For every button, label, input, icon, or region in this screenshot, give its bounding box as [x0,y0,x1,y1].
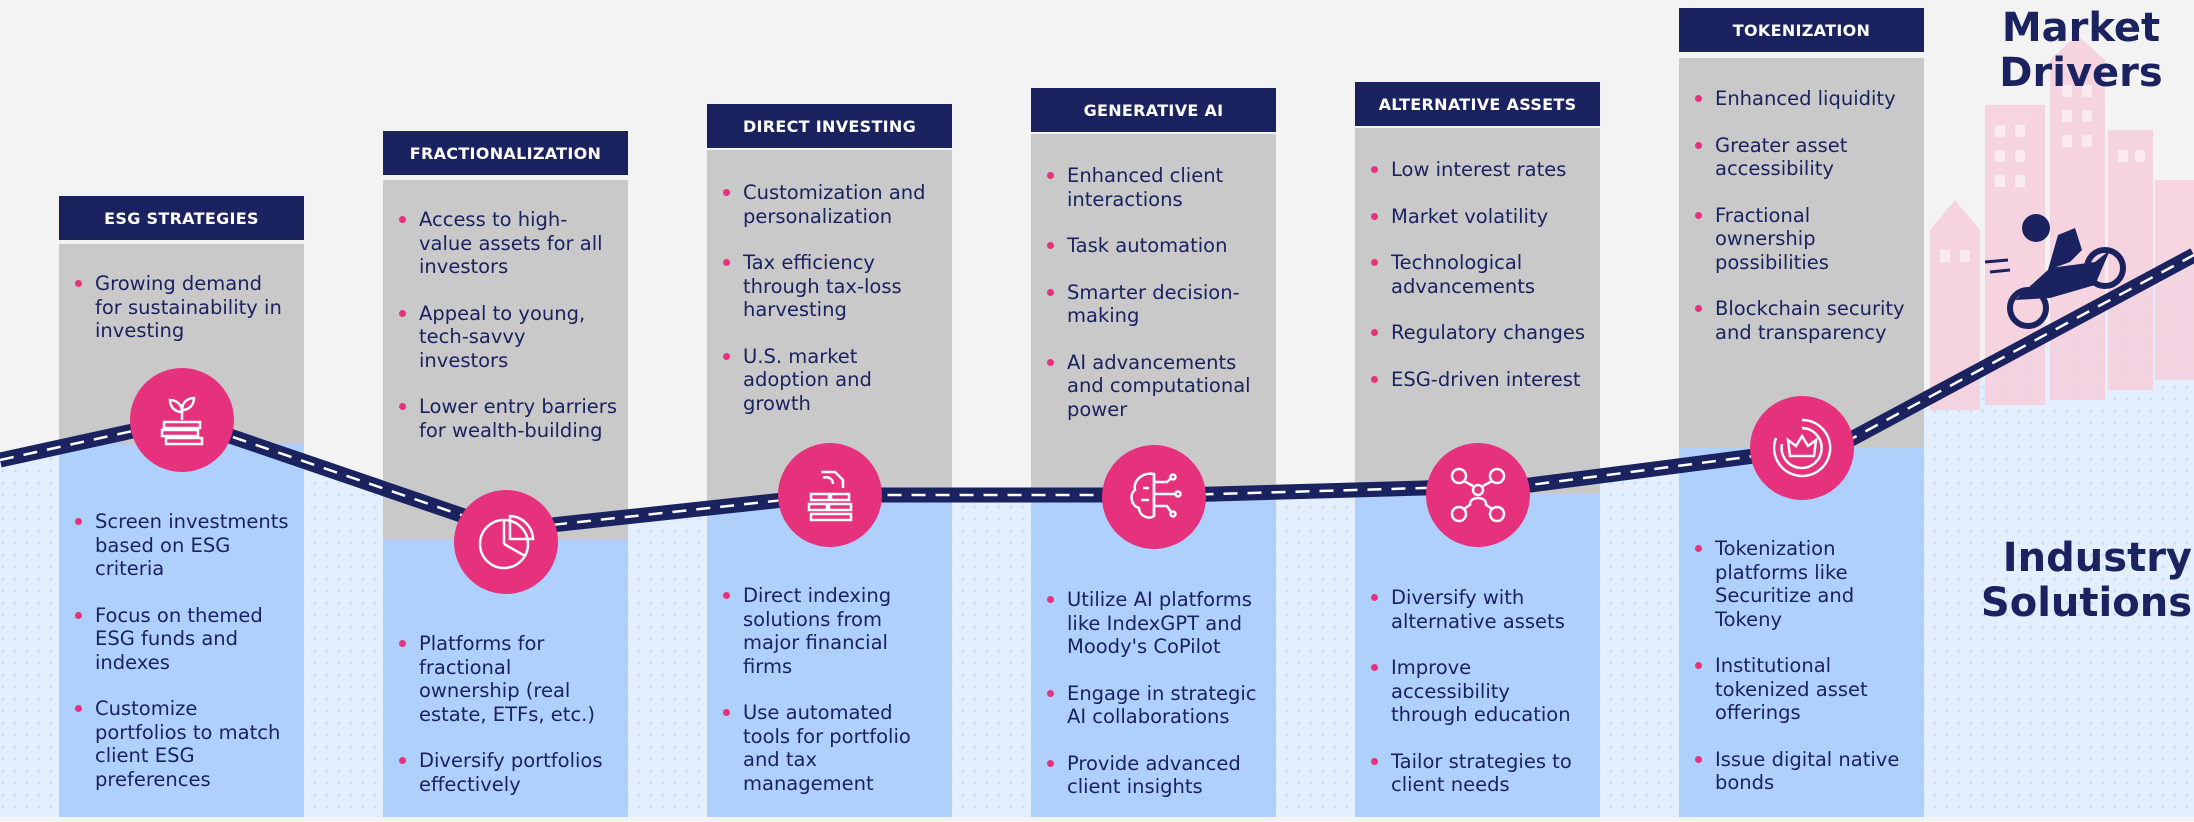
column-generative-ai: GENERATIVE AI Enhanced client interactio… [1031,0,1276,817]
driver-item: Regulatory changes [1371,321,1590,345]
solution-item: Issue digital native bonds [1695,748,1914,795]
solution-item: Tokenization platforms like Securitize a… [1695,537,1914,631]
solution-list: Direct indexing solutions from major fin… [707,584,952,818]
driver-list: Access to high-value assets for all inve… [383,208,628,465]
sprout-coins-icon [130,368,234,472]
pie-chart-icon [454,490,558,594]
solution-list: Platforms for fractional ownership (real… [383,632,628,819]
column-tokenization: TOKENIZATION Enhanced liquidity Greater … [1679,0,1924,817]
driver-item: Appeal to young, tech-savvy investors [399,302,618,373]
driver-panels [59,58,1924,540]
solution-item: Provide advanced client insights [1047,752,1266,799]
driver-item: Customization and personalization [723,181,942,228]
network-dollar-icon [1426,443,1530,547]
solution-item: Improve accessibility through education [1371,656,1590,727]
driver-item: Greater asset accessibility [1695,134,1914,181]
column-title: FRACTIONALIZATION [383,131,628,175]
solution-item: Platforms for fractional ownership (real… [399,632,618,726]
solution-item: Use automated tools for portfolio and ta… [723,701,942,795]
column-title: DIRECT INVESTING [707,104,952,148]
driver-item: AI advancements and computational power [1047,351,1266,422]
solution-item: Institutional tokenized asset offerings [1695,654,1914,725]
driver-item: Access to high-value assets for all inve… [399,208,618,279]
driver-list: Enhanced client interactions Task automa… [1031,164,1276,444]
hand-coins-icon [778,443,882,547]
motorcycle-rider-icon [1984,214,2126,329]
solution-item: Engage in strategic AI collaborations [1047,682,1266,729]
crown-token-icon [1750,396,1854,500]
driver-item: Technological advancements [1371,251,1590,298]
driver-item: Smarter decision-making [1047,281,1266,328]
column-title: TOKENIZATION [1679,8,1924,52]
driver-item: Lower entry barriers for wealth-building [399,395,617,442]
column-alternative-assets: ALTERNATIVE ASSETS Low interest rates Ma… [1355,0,1600,817]
driver-item: Enhanced client interactions [1047,164,1266,211]
driver-item: Tax efficiency through tax-loss harvesti… [723,251,942,322]
solution-list: Screen investments based on ESG criteria… [59,510,304,814]
solution-panels [59,444,1924,817]
solution-list: Utilize AI platforms like IndexGPT and M… [1031,588,1276,822]
driver-list: Customization and personalization Tax ef… [707,181,952,438]
column-direct-investing: DIRECT INVESTING Customization and perso… [707,0,952,817]
driver-list: Growing demand for sustainability in inv… [59,272,304,366]
driver-item: ESG-driven interest [1371,368,1590,392]
driver-item: Growing demand for sustainability in inv… [75,272,294,343]
market-drivers-heading: Market Drivers [1999,5,2163,96]
brain-circuit-icon [1102,445,1206,549]
column-title: ESG STRATEGIES [59,196,304,240]
column-fractionalization: FRACTIONALIZATION Access to high-value a… [383,0,628,817]
driver-item: Fractional ownership possibilities [1695,204,1914,275]
driver-item: U.S. market adoption and growth [723,345,942,416]
column-title: GENERATIVE AI [1031,88,1276,132]
solution-item: Direct indexing solutions from major fin… [723,584,942,678]
solution-item: Utilize AI platforms like IndexGPT and M… [1047,588,1266,659]
column-title: ALTERNATIVE ASSETS [1355,82,1600,126]
driver-item: Enhanced liquidity [1695,87,1914,111]
driver-item: Low interest rates [1371,158,1590,182]
solution-item: Tailor strategies to client needs [1371,750,1590,797]
solution-item: Diversify portfolios effectively [399,749,618,796]
driver-item: Market volatility [1371,205,1590,229]
industry-solutions-heading: Industry Solutions [1980,535,2192,626]
driver-item: Task automation [1047,234,1266,258]
solution-item: Screen investments based on ESG criteria [75,510,294,581]
solution-item: Diversify with alternative assets [1371,586,1590,633]
driver-list: Low interest rates Market volatility Tec… [1355,158,1600,414]
solution-list: Diversify with alternative assets Improv… [1355,586,1600,820]
solution-item: Focus on themed ESG funds and indexes [75,604,294,675]
solution-list: Tokenization platforms like Securitize a… [1679,537,1924,818]
driver-list: Enhanced liquidity Greater asset accessi… [1679,87,1924,367]
solution-item: Customize portfolios to match client ESG… [75,697,294,791]
column-esg-strategies: ESG STRATEGIES Growing demand for sustai… [59,0,304,817]
driver-item: Blockchain security and transparency [1695,297,1914,344]
